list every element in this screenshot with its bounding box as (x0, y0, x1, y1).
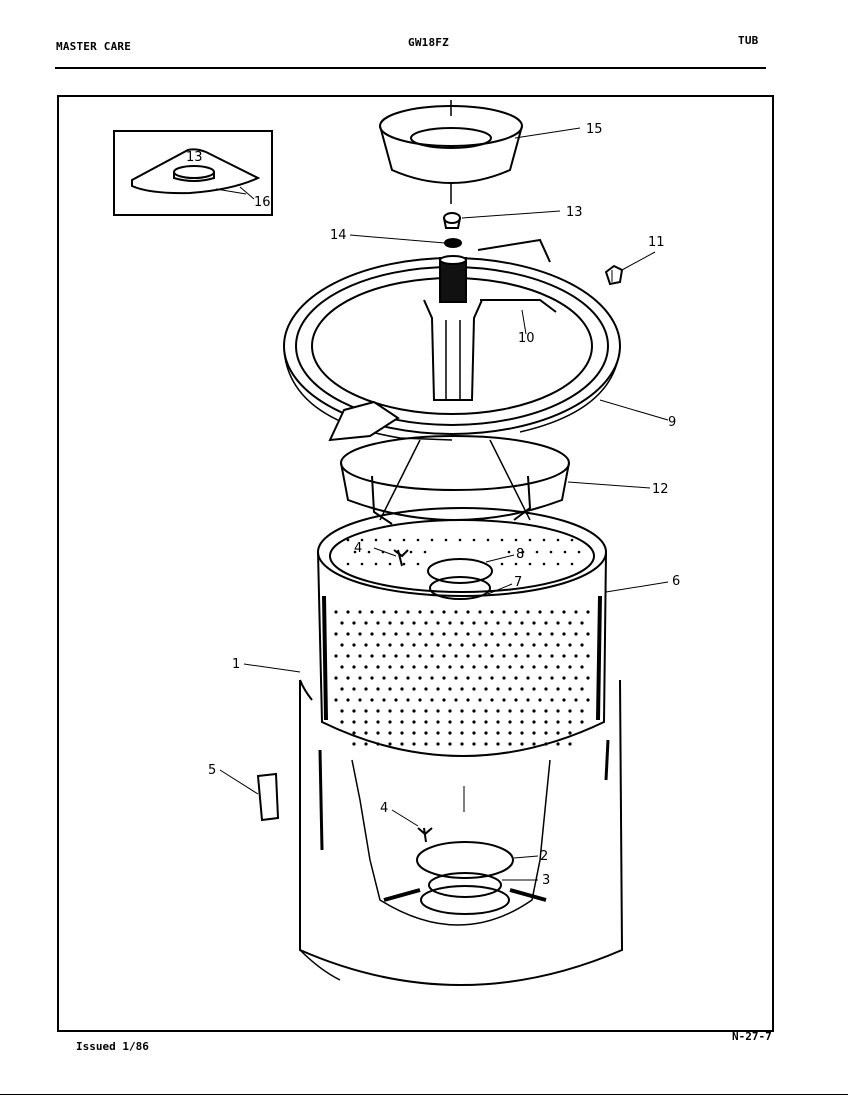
callout-14: 14 (330, 228, 347, 243)
part-6-basket (317, 507, 607, 757)
part-13-dogcap (443, 212, 461, 229)
inset-detail-16 (113, 130, 273, 216)
page-code: N-27-7 (732, 1030, 772, 1043)
part-14-washer (444, 238, 462, 248)
callout-4-upper: 4 (354, 541, 362, 556)
part-12-skirt (340, 435, 570, 525)
callout-1: 1 (232, 657, 240, 672)
header-rule (55, 67, 766, 69)
callout-13: 13 (566, 205, 583, 220)
callout-12: 12 (652, 482, 669, 497)
callout-11: 11 (648, 235, 665, 250)
callout-4-lower: 4 (380, 801, 388, 816)
part-15-cap (379, 100, 523, 204)
callout-2: 2 (540, 849, 548, 864)
part-1-outer-tub (299, 679, 624, 986)
section-title: TUB (738, 34, 759, 47)
diagram-frame (57, 95, 774, 1032)
issued-date: Issued 1/86 (76, 1040, 149, 1053)
footer-rule (0, 1094, 848, 1095)
callout-9: 9 (668, 415, 676, 430)
agitator-post (423, 255, 557, 401)
inset-label-13: 13 (186, 150, 203, 165)
leader-lines (215, 127, 669, 881)
callout-3: 3 (542, 873, 550, 888)
callout-8: 8 (516, 547, 524, 562)
basket-perforations (334, 538, 590, 746)
part-4-fastener-lower (417, 827, 433, 843)
callout-15: 15 (586, 122, 603, 137)
model-number: GW18FZ (408, 36, 449, 49)
callout-6: 6 (672, 574, 680, 589)
callout-5: 5 (208, 763, 216, 778)
part-5-label (256, 772, 280, 822)
callout-10: 10 (518, 331, 535, 346)
inset-label-16: 16 (254, 195, 271, 210)
callout-7: 7 (514, 575, 522, 590)
part-11-fastener (604, 264, 624, 286)
brand-label: MASTER CARE (56, 40, 132, 53)
